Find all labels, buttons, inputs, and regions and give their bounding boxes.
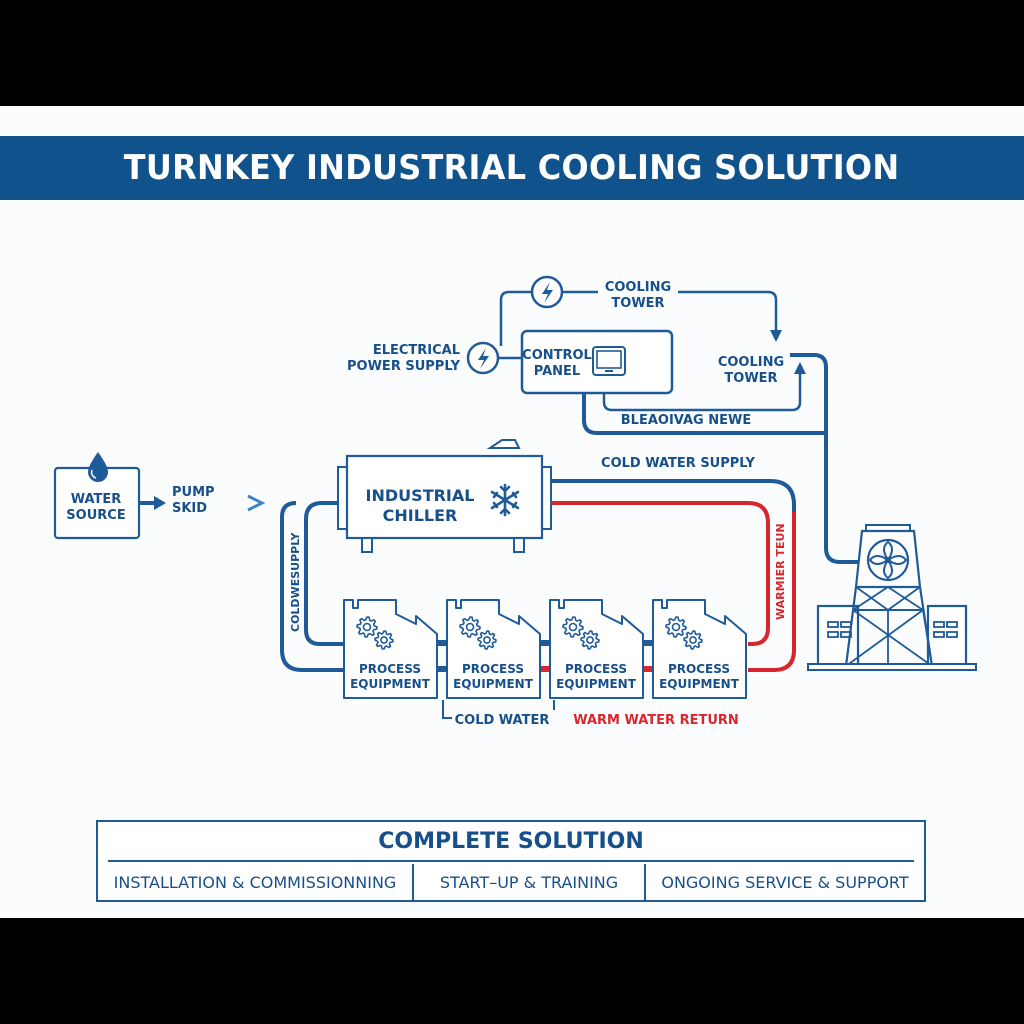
bleed-line-label: BLEAOIVAG NEWE [621, 413, 751, 428]
gears-icon [562, 616, 600, 650]
gear-icon [683, 630, 703, 650]
water-source-label-line2: SOURCE [66, 508, 125, 523]
lightning-bolt-icon [466, 341, 500, 375]
gear-icon [356, 616, 378, 638]
title-banner: TURNKEY INDUSTRIAL COOLING SOLUTION [0, 136, 1024, 200]
control-panel[interactable]: CONTROL PANEL [520, 329, 674, 395]
cooling-tower-right-label-line1: COOLING [718, 355, 784, 370]
page-title: TURNKEY INDUSTRIAL COOLING SOLUTION [124, 148, 900, 188]
arrow-right-icon [247, 494, 266, 512]
process-equipment-label-line2: EQUIPMENT [556, 677, 637, 691]
gear-icon [477, 630, 497, 650]
service-item-startup-training: START–UP & TRAINING [412, 864, 644, 900]
arrow-up-icon [794, 362, 806, 374]
divider [108, 860, 914, 862]
chiller-label-line2: CHILLER [383, 506, 458, 525]
complete-solution-panel: COMPLETE SOLUTION INSTALLATION & COMMISS… [96, 820, 926, 902]
cold-water-leader-line [442, 700, 452, 719]
cold-supply-vertical-label: COLDWESUPPLY [289, 532, 302, 632]
gear-icon [665, 616, 687, 638]
gears-icon [356, 616, 394, 650]
gear-icon [459, 616, 481, 638]
process-equipment-label-line2: EQUIPMENT [659, 677, 740, 691]
cold-water-supply-label: COLD WATER SUPPLY [601, 456, 756, 471]
control-panel-label-line2: PANEL [534, 364, 580, 379]
bleed-line [602, 370, 802, 412]
cooling-tower-right-label-line2: TOWER [724, 371, 777, 386]
warm-return-inner-pipe [551, 501, 770, 646]
warm-return-vertical-label: WARMIER TEUN [774, 523, 787, 620]
electrical-label-line2: POWER SUPPLY [347, 359, 461, 374]
panel-to-tower-pipe [582, 393, 826, 435]
complete-solution-heading: COMPLETE SOLUTION [378, 828, 644, 854]
tower-feed-pipe [790, 353, 862, 564]
electrical-label-line1: ELECTRICAL [373, 343, 460, 358]
cold-supply-outer-pipe [280, 501, 344, 672]
industrial-chiller[interactable]: INDUSTRIAL CHILLER [337, 439, 552, 553]
warm-water-return-label: WARM WATER RETURN [573, 713, 739, 728]
cold-water-label: COLD WATER [455, 713, 550, 728]
gears-icon [459, 616, 497, 650]
lightning-bolt-icon [530, 275, 564, 309]
cooling-tower-fan-icon [866, 538, 910, 582]
process-equipment-label-line2: EQUIPMENT [350, 677, 431, 691]
equipment-connectors [437, 640, 653, 672]
water-source[interactable]: WATER SOURCE [53, 466, 141, 540]
snowflake-icon [490, 483, 520, 517]
warm-return-outer-pipe [748, 512, 796, 672]
gear-icon [374, 630, 394, 650]
cooling-tower-top-label-line2: TOWER [611, 296, 664, 311]
gear-icon [562, 616, 584, 638]
process-equipment-label-line1: PROCESS [359, 662, 421, 676]
water-source-label-line1: WATER [71, 492, 122, 507]
chiller-label-line1: INDUSTRIAL [366, 486, 475, 505]
cooling-tower-top-label-line1: COOLING [605, 280, 671, 295]
process-equipment-label-line1: PROCESS [668, 662, 730, 676]
process-equipment-label-line1: PROCESS [565, 662, 627, 676]
pump-skid-label-line2: SKID [172, 501, 207, 516]
gear-icon [580, 630, 600, 650]
service-item-ongoing-support: ONGOING SERVICE & SUPPORT [644, 864, 924, 900]
cold-water-supply-pipe [551, 479, 796, 512]
water-drop-icon [88, 452, 108, 482]
arrow-right-icon [154, 496, 166, 510]
cold-supply-inner-pipe [304, 501, 344, 646]
control-panel-label-line1: CONTROL [522, 348, 592, 363]
process-equipment-label-line2: EQUIPMENT [453, 677, 534, 691]
process-equipment-label-line1: PROCESS [462, 662, 524, 676]
gears-icon [665, 616, 703, 650]
service-item-installation: INSTALLATION & COMMISSIONNING [113, 872, 397, 892]
monitor-icon [592, 346, 626, 376]
electrical-to-cooling-tower-line [499, 290, 782, 346]
pump-skid-label-line1: PUMP [172, 485, 215, 500]
